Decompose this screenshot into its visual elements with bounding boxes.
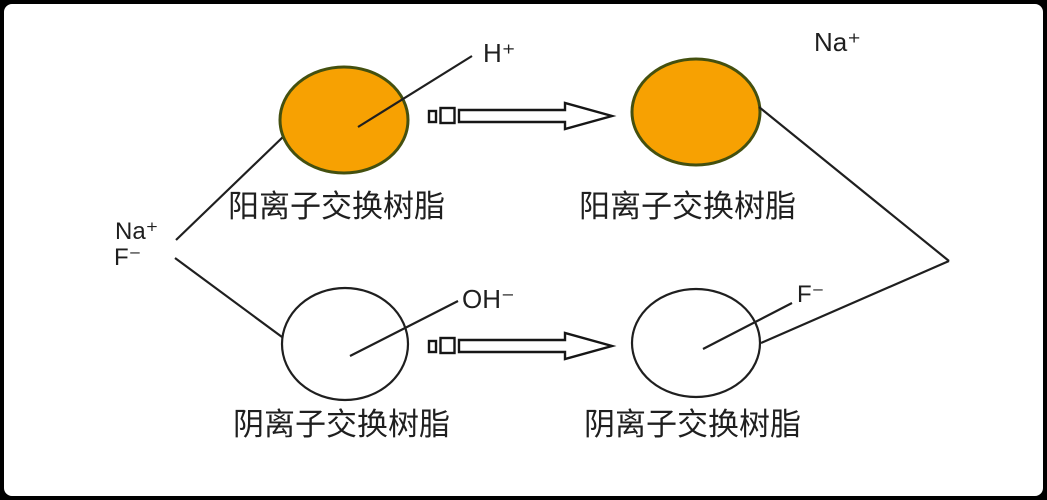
small-square-icon	[439, 106, 456, 125]
small-square-icon	[427, 109, 438, 124]
cation-resin-bead-before	[278, 65, 410, 175]
connector-cation-resin-to-h-ion	[357, 55, 473, 128]
connector-feed-to-anion-resin	[174, 257, 283, 338]
right-arrow-icon-top	[457, 101, 617, 131]
feed-cation-label: Na⁺	[115, 218, 159, 245]
connector-anion-resin-to-oh-ion	[349, 300, 459, 357]
anion-resin-title-after: 阴离子交换树脂	[584, 407, 801, 442]
cation-resin-title-before: 阳离子交换树脂	[228, 189, 445, 224]
anion-resin-bead-before	[280, 286, 410, 402]
released-oh-ion-label: OH⁻	[462, 284, 515, 314]
released-h-ion-label: H⁺	[483, 38, 516, 68]
small-square-icon	[427, 339, 438, 354]
connector-feed-to-cation-resin	[175, 134, 286, 241]
small-square-icon	[439, 336, 456, 355]
captured-na-ion-label: Na⁺	[814, 27, 861, 57]
feed-anion-label: F⁻	[114, 244, 142, 271]
connector-anion-resin-to-outlet	[760, 259, 950, 345]
anion-resin-bead-after	[630, 287, 762, 399]
connector-anion-resin-to-f-ion	[702, 302, 793, 350]
right-arrow-icon-bottom	[457, 331, 617, 361]
captured-f-ion-label: F⁻	[797, 281, 825, 308]
cation-resin-bead-after	[630, 57, 762, 167]
cation-resin-title-after: 阳离子交换树脂	[579, 189, 796, 224]
connector-cation-resin-to-outlet	[758, 106, 950, 262]
anion-resin-title-before: 阴离子交换树脂	[233, 407, 450, 442]
